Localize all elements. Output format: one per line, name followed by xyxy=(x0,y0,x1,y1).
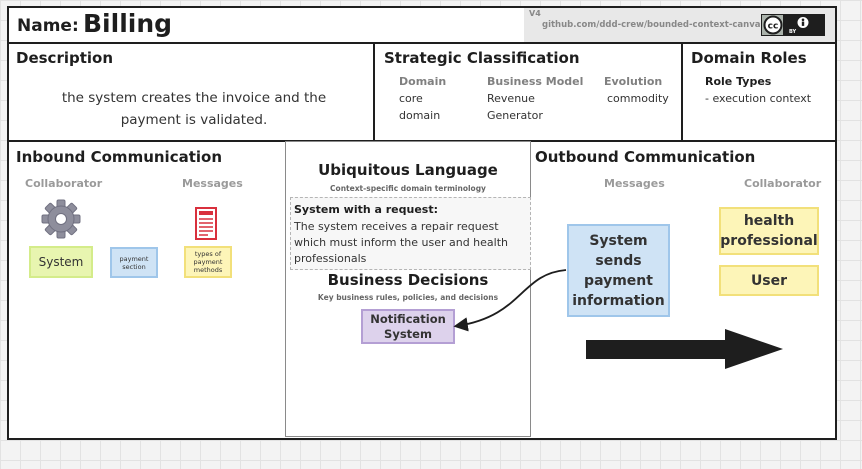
domain-roles-title: Domain Roles xyxy=(691,49,807,67)
health-professional-line-2: professional xyxy=(720,233,818,249)
name-label: Name: xyxy=(17,16,79,36)
context-name[interactable]: Billing xyxy=(83,9,173,38)
business-decisions-title: Business Decisions xyxy=(327,271,489,289)
outbound-message-line-1: System xyxy=(589,232,648,249)
license-by-label: BY xyxy=(789,29,797,35)
ubiquitous-language-title: Ubiquitous Language xyxy=(318,161,498,179)
ubiquitous-language-subtitle: Context-specific domain terminology xyxy=(330,184,486,193)
message-types-line-1: types of xyxy=(194,250,222,258)
glossary-definition-line-1: The system receives a repair request xyxy=(294,220,499,233)
business-decisions-subtitle: Key business rules, policies, and decisi… xyxy=(317,293,499,302)
message-payment-section-line-2: section xyxy=(122,262,146,271)
message-types-of-payment-methods[interactable]: types of payment methods xyxy=(184,246,232,278)
document-icon xyxy=(195,207,217,240)
glossary-definition-line-2: which must inform the user and health xyxy=(294,236,508,249)
column-divider-1 xyxy=(373,42,375,141)
decision-line-1: Notification xyxy=(370,311,446,326)
inbound-messages-heading: Messages xyxy=(182,177,243,190)
decision-notification-system[interactable]: Notification System xyxy=(361,309,455,344)
outbound-collaborator-health-professional[interactable]: health professional xyxy=(719,207,819,255)
glossary-term: System with a request: xyxy=(294,203,439,216)
outbound-message-line-4: information xyxy=(572,292,665,309)
cc-by-icon: cc xyxy=(761,14,825,36)
outbound-title: Outbound Communication xyxy=(535,148,756,166)
business-model-line-2: Generator xyxy=(487,109,543,122)
outbound-message-system-sends-payment-information[interactable]: System sends payment information xyxy=(567,224,670,317)
description-line-2: payment is validated. xyxy=(120,112,268,128)
evolution-value: commodity xyxy=(607,92,669,105)
decision-line-2: System xyxy=(384,326,432,341)
domain-value-line-1: core xyxy=(399,92,423,105)
outbound-collaborator-user[interactable]: User xyxy=(719,265,819,296)
outbound-message-line-3: payment xyxy=(584,272,653,289)
svg-text:cc: cc xyxy=(768,22,779,32)
glossary-box xyxy=(290,197,531,270)
outbound-message-line-2: sends xyxy=(595,252,642,269)
business-model-line-1: Revenue xyxy=(487,92,535,105)
github-link[interactable]: github.com/ddd-crew/bounded-context-canv… xyxy=(542,20,766,30)
outbound-messages-heading: Messages xyxy=(604,177,665,190)
header-divider xyxy=(9,42,837,44)
description-line-1: the system creates the invoice and the xyxy=(61,90,327,106)
message-types-line-2: payment xyxy=(193,258,223,266)
glossary-definition-line-3: professionals xyxy=(294,252,367,265)
message-payment-section[interactable]: payment section xyxy=(110,247,158,278)
evolution-heading: Evolution xyxy=(604,75,663,88)
message-payment-section-line-1: payment xyxy=(119,254,149,263)
inbound-collaborator-system[interactable]: System xyxy=(29,246,93,278)
health-professional-line-1: health xyxy=(743,213,795,229)
strategic-title: Strategic Classification xyxy=(384,49,580,67)
inbound-collaborator-heading: Collaborator xyxy=(25,177,103,190)
column-divider-2 xyxy=(681,42,683,141)
domain-heading: Domain xyxy=(399,75,447,88)
version-label: V4 xyxy=(529,9,541,18)
message-types-line-3: methods xyxy=(193,266,223,274)
role-types-value: - execution context xyxy=(705,92,812,105)
business-model-heading: Business Model xyxy=(487,75,584,88)
role-types-heading: Role Types xyxy=(705,75,772,88)
domain-value-line-2: domain xyxy=(399,109,441,122)
outbound-collaborator-heading: Collaborator xyxy=(744,177,822,190)
right-arrow-icon xyxy=(586,329,783,369)
description-title: Description xyxy=(16,49,114,67)
gear-icon xyxy=(41,199,81,239)
inbound-title: Inbound Communication xyxy=(16,148,223,166)
